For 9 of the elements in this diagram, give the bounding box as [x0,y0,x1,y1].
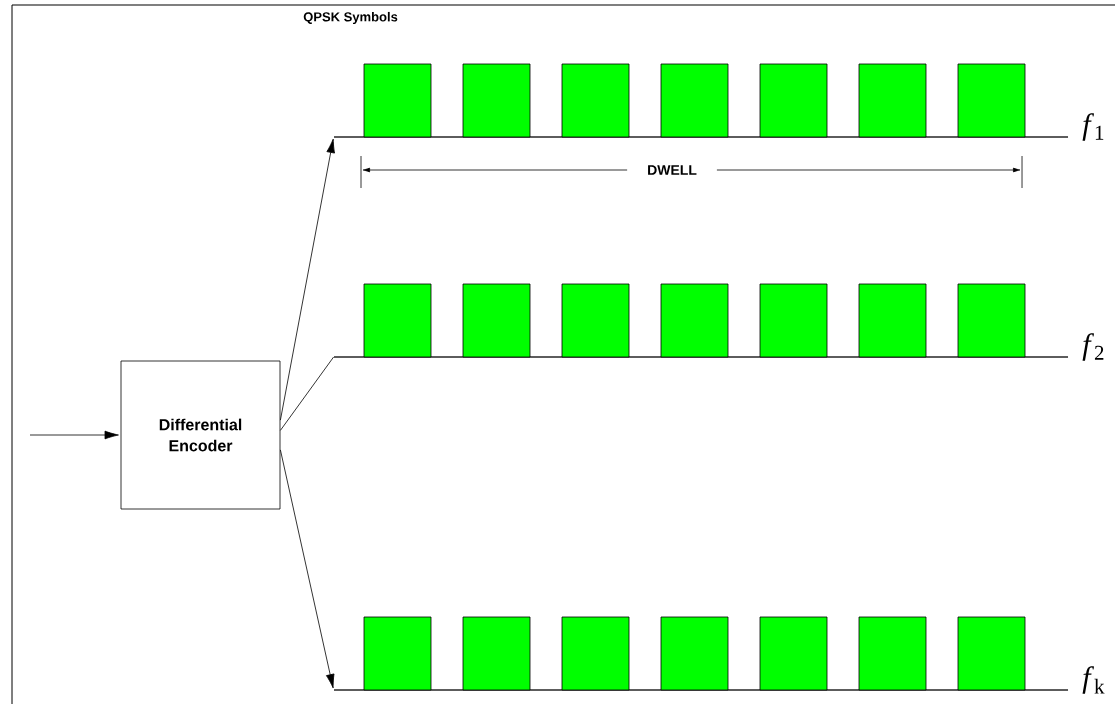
process-box: Differential Encoder [120,360,281,510]
frequency-label: f$_{1}$ [1082,113,1104,141]
heading: QPSK Symbols [303,11,398,25]
frequency-label: f$_{k}$ [1082,666,1105,694]
frequency-label: f$_{2}$ [1082,333,1104,361]
arrow [29,430,119,440]
dimension-label: DWELL [627,163,717,177]
arrow [280,449,335,689]
arrow [280,138,335,421]
